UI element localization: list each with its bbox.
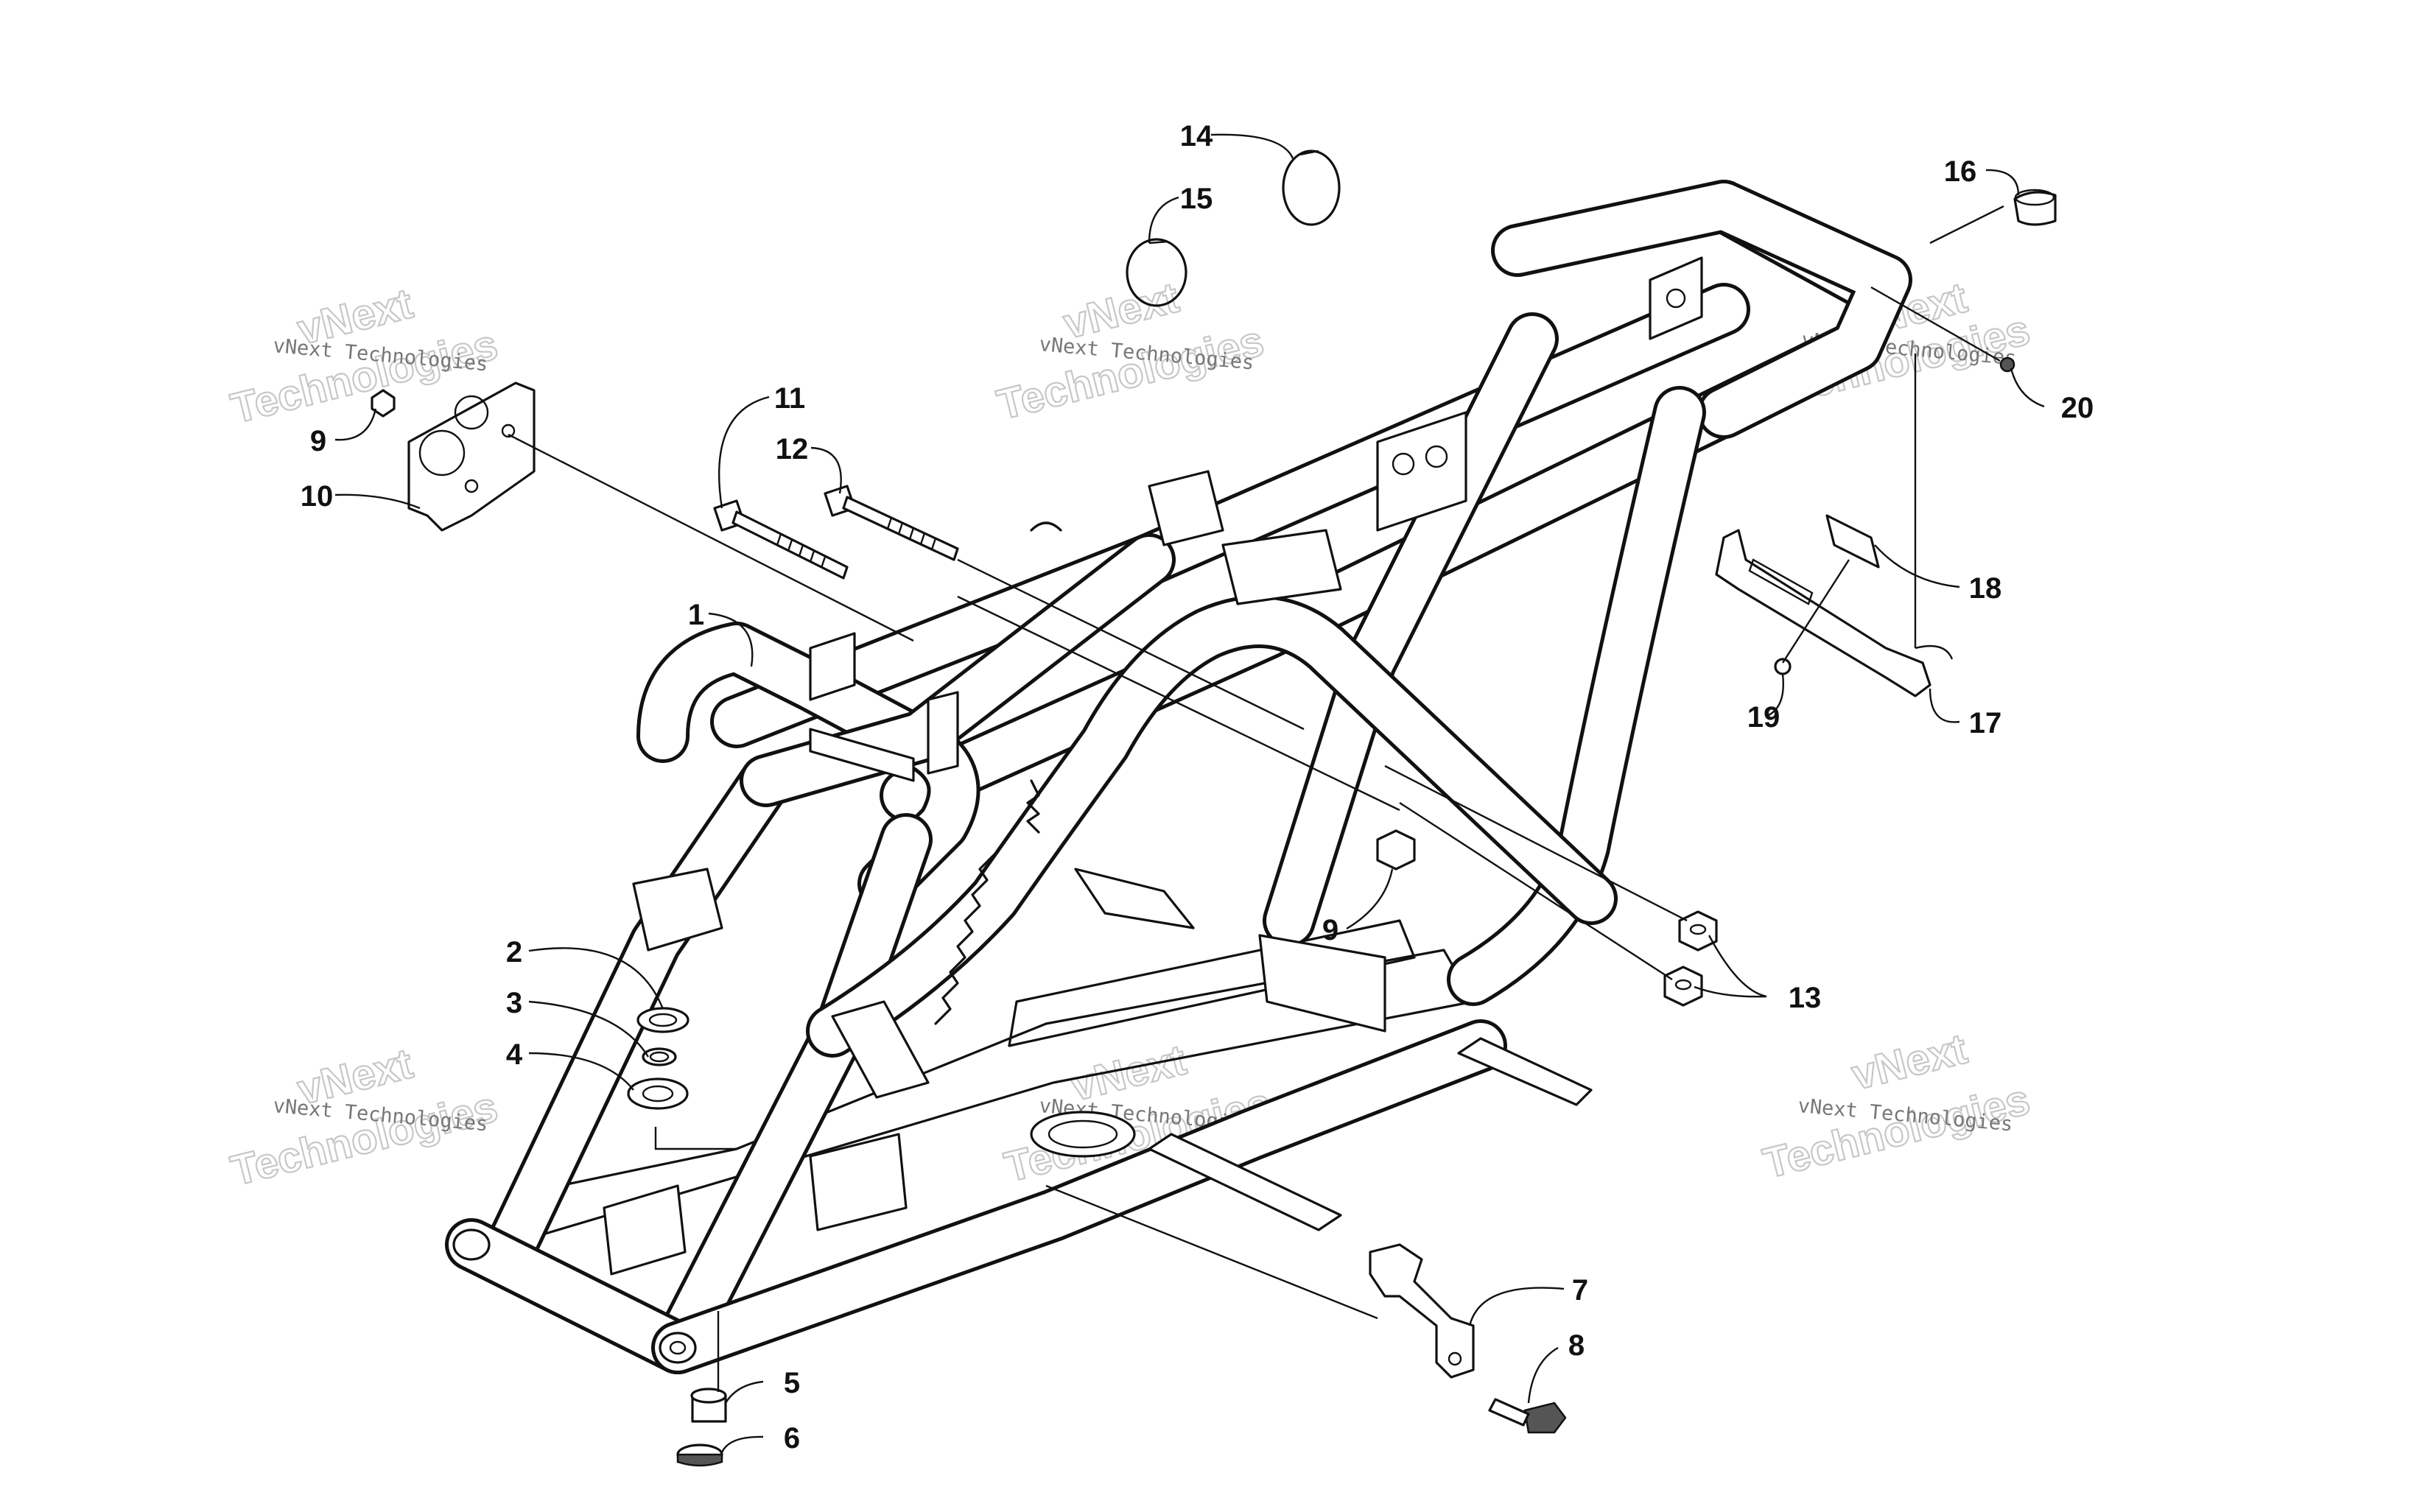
callout-10: 10 — [301, 480, 334, 513]
callout-1: 1 — [688, 599, 704, 631]
lower-skid-plate — [507, 949, 1475, 1246]
center-floor-hole — [1030, 1111, 1136, 1158]
svg-text:Technologies: Technologies — [226, 1083, 502, 1195]
return-spring — [934, 853, 996, 1025]
left-footrest-bracket — [1074, 868, 1195, 929]
upper-mount-bracket — [1148, 470, 1224, 546]
front-left-tube-end — [452, 1228, 491, 1261]
callout-20: 20 — [2061, 392, 2094, 424]
main-frame-assembly — [445, 180, 1912, 1374]
callout-8: 8 — [1568, 1329, 1585, 1362]
part-16-cap — [2013, 189, 2057, 226]
swingarm-pivot-bracket — [831, 1000, 930, 1099]
callout-numbers: 1 2 3 4 5 6 7 8 9 9 10 11 12 13 14 15 16… — [301, 120, 2094, 1455]
lower-mount-block-right — [809, 1133, 908, 1231]
watermark-bottom-left: vNext Technologies vNext Technologies — [225, 1038, 502, 1195]
center-mount-bracket — [1221, 529, 1342, 605]
callout-3: 3 — [506, 987, 522, 1019]
callout-14: 14 — [1180, 120, 1213, 152]
footrest-rail-left — [1148, 1133, 1342, 1231]
part-20-nut — [1999, 356, 2015, 373]
rear-plate-bracket — [1376, 411, 1467, 532]
part-9-nut-top — [371, 389, 396, 418]
callout-9-top: 9 — [310, 425, 326, 457]
callout-12: 12 — [776, 433, 809, 465]
footrest-rail-right — [1457, 1037, 1593, 1106]
upper-plate-bracket — [809, 728, 915, 782]
part-3-washer — [642, 1047, 677, 1066]
lower-gusset-right — [1258, 934, 1386, 1033]
callout-5: 5 — [784, 1367, 800, 1399]
callout-6: 6 — [784, 1422, 800, 1455]
watermark-top-left: vNext Technologies vNext Technologies — [225, 278, 502, 433]
callout-2: 2 — [506, 936, 522, 968]
rear-side-bracket — [1649, 256, 1703, 340]
part-11-bolt — [713, 499, 849, 580]
callout-11: 11 — [774, 382, 805, 415]
part-12-bolt — [824, 485, 959, 561]
frame-strap-clip — [1030, 521, 1062, 532]
part-13-nut-lower — [1663, 966, 1703, 1007]
part-6-cap — [676, 1444, 723, 1467]
seat-mount-bracket-right — [927, 691, 959, 775]
callout-18: 18 — [1969, 572, 2002, 605]
part-8-bolt — [1488, 1398, 1567, 1434]
leader-lines — [334, 133, 2045, 1453]
lower-gusset-left — [632, 868, 723, 952]
callout-4: 4 — [506, 1038, 523, 1071]
lower-mount-block-left — [603, 1184, 687, 1276]
callout-15: 15 — [1180, 183, 1213, 215]
part-17-bracket — [1715, 529, 1954, 697]
svg-text:Technologies: Technologies — [992, 317, 1268, 429]
part-5-bushing — [690, 1388, 727, 1423]
watermark-bottom-right: vNext Technologies vNext Technologies — [1758, 1024, 2035, 1188]
svg-text:vNext: vNext — [1847, 1024, 1971, 1099]
part-13-nut-upper — [1678, 910, 1718, 952]
callout-16: 16 — [1944, 155, 1977, 188]
alignment-lines — [508, 205, 2004, 1392]
part-9-nut-middle — [1376, 829, 1416, 871]
callout-13: 13 — [1789, 982, 1822, 1014]
front-right-tube-end — [659, 1332, 697, 1364]
part-7-bracket — [1369, 1243, 1475, 1379]
callout-19: 19 — [1747, 701, 1780, 734]
small-spring — [1026, 779, 1040, 834]
part-2-seal — [636, 1007, 690, 1033]
part-14-clamp — [1282, 150, 1341, 226]
part-4-bearing — [627, 1077, 689, 1110]
part-10-mounting-plate — [407, 381, 536, 532]
callout-9-middle: 9 — [1322, 914, 1338, 946]
callout-7: 7 — [1572, 1274, 1588, 1307]
watermark-top-center: vNext Technologies vNext Technologies — [992, 272, 1269, 429]
part-15-clamp — [1126, 238, 1187, 307]
callout-17: 17 — [1969, 707, 2002, 739]
part-18-pad — [1825, 514, 1880, 569]
seat-mount-bracket-left — [809, 632, 856, 701]
